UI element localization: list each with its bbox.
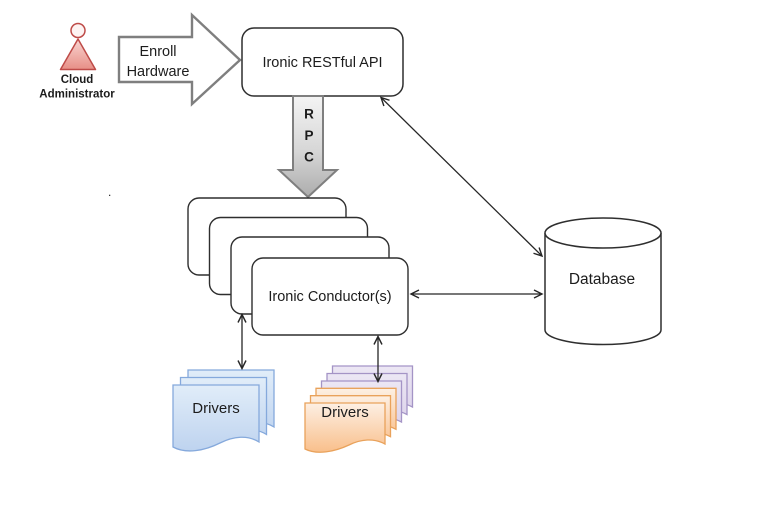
rpc-letter-c: C (304, 150, 314, 165)
person-head-icon (70, 22, 86, 39)
enroll-label-line2: Hardware (127, 64, 190, 80)
driver-sheet-orange-front (304, 402, 386, 453)
actor-label-line1: Cloud (61, 74, 94, 86)
person-body-icon (59, 38, 97, 71)
rpc-letter-p: P (304, 128, 313, 143)
block-arrow-down-shape (276, 95, 340, 199)
conductor-stack: Ironic Conductor(s) (187, 197, 409, 336)
enroll-hardware-arrow: Enroll Hardware (117, 12, 242, 107)
cloud-administrator-figure: Cloud Administrator (39, 22, 115, 101)
drivers-left-label: Drivers (192, 400, 240, 417)
enroll-label-line1: Enroll (139, 44, 176, 60)
driver-sheet-blue-front (172, 384, 260, 452)
drivers-stack-left: Drivers (172, 369, 275, 452)
connectors (237, 96, 544, 384)
arrow-api-database (379, 96, 544, 258)
actor-label-line2: Administrator (39, 89, 115, 101)
database-cylinder: Database (544, 217, 662, 346)
drivers-right-label: Drivers (321, 404, 369, 421)
conductor-box-label: Ironic Conductor(s) (268, 289, 391, 305)
rpc-arrow: R P C (276, 95, 340, 199)
block-arrow-right-shape (117, 12, 242, 107)
ironic-restful-api-box: Ironic RESTful API (241, 27, 404, 97)
api-box-label: Ironic RESTful API (262, 55, 382, 71)
stray-dot: . (108, 185, 111, 199)
cylinder-body-shape (544, 233, 662, 346)
cylinder-top-shape (544, 217, 662, 249)
conductor-box-front (251, 257, 409, 336)
rpc-letter-r: R (304, 107, 314, 122)
database-label: Database (569, 271, 635, 288)
drivers-stack-right: Drivers (304, 365, 414, 453)
